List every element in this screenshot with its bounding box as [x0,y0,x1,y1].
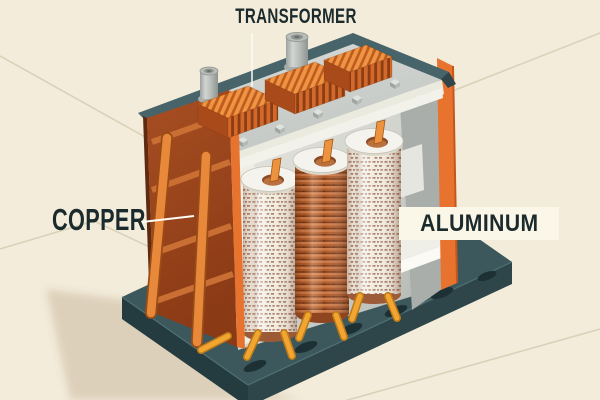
wall-panel [398,144,424,198]
bolt [275,124,285,134]
copper-panel-cut-edge [229,90,245,349]
cooling-tubes [145,132,212,348]
cut-edge-shade [452,65,458,284]
frame-corner [441,72,456,88]
bolt [352,95,362,105]
base-front-left [122,297,248,400]
bushing-hole [206,70,212,72]
coil-terminal-tab [321,138,334,164]
terminal-pin-front [197,332,232,354]
tile-seam [449,32,600,93]
title-label: TRANSFORMER [235,5,357,28]
base-front-right [248,262,512,400]
tile-seam [0,220,95,250]
coil-shading [243,181,297,332]
winding-coil-1 [240,157,300,361]
copper-bar [150,223,233,257]
frame-rim-right [353,33,449,80]
bolt-hole [294,340,318,354]
bushing-hole [294,35,300,39]
copper-side-panel [143,90,245,349]
bolt-hole [430,286,454,300]
coil-shading [295,162,349,313]
terminal-pins [295,311,348,342]
terminal-pins [348,292,401,323]
winding-coil-3 [344,119,404,323]
bushing-body [286,37,308,67]
aluminum-label: ALUMINUM [419,209,539,237]
coil-terminal-tab [373,119,386,145]
base-edge-highlight [121,296,249,386]
plate-under-ledge [230,88,443,172]
bushing-1 [198,66,220,104]
bolt-hole [477,270,497,282]
copper-leader-line [141,215,195,223]
copper-label: COPPER [52,202,146,237]
bolt [390,79,400,89]
bolt [313,109,323,119]
tile-seam [344,328,600,400]
mounting-bolts [238,79,400,147]
bushing-2 [284,32,310,73]
winding-coil-2 [292,138,352,342]
heatsink-fin-block-3 [323,44,393,93]
leader-lines [141,33,253,223]
coil-shading [347,143,401,294]
copper-bar [152,271,234,305]
aluminum-label-box: ALUMINUM [399,207,559,240]
base-edge-highlight [247,261,513,386]
bolt-hole [243,359,267,373]
coil-terminal-tab [269,157,282,183]
heatsink-fin-block-1 [197,85,279,139]
bushing-body [200,71,218,99]
terminal-pins [243,329,296,361]
fin-block-front [349,56,393,93]
